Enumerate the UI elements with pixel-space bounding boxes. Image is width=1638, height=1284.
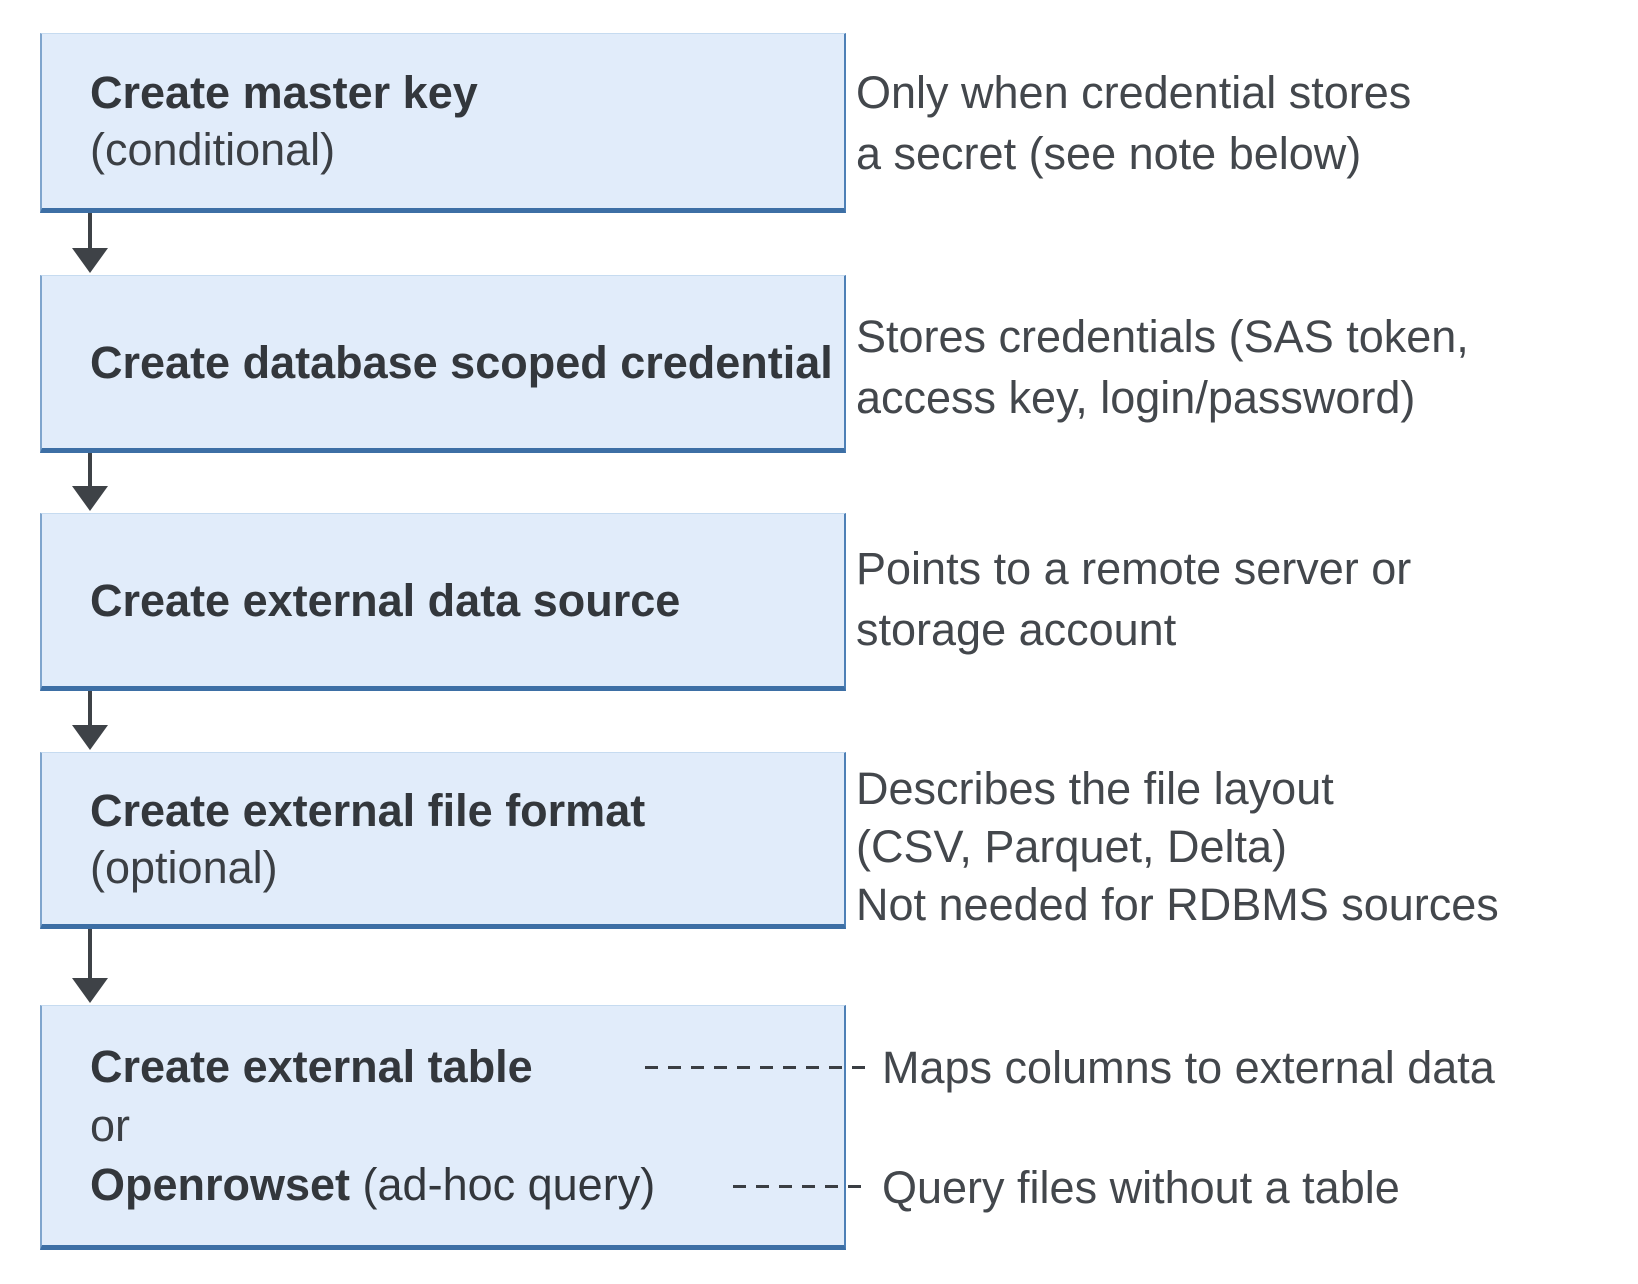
description-master-key: Only when credential stores a secret (se… <box>856 62 1411 184</box>
step-box-create-external-file-format: Create external file format (optional) <box>40 752 846 929</box>
description-openrowset: Query files without a table <box>882 1162 1400 1213</box>
dashed-connector-external-table <box>645 1066 869 1069</box>
arrow-stem <box>88 691 92 725</box>
step-box-create-database-scoped-credential: Create database scoped credential <box>40 275 846 453</box>
or-label: or <box>90 1100 131 1151</box>
description-external-table: Maps columns to external data <box>882 1042 1495 1093</box>
description-line: storage account <box>856 604 1177 655</box>
down-arrow <box>72 213 108 273</box>
alt-option-line: Openrowset (ad-hoc query) <box>90 1155 844 1214</box>
down-arrow <box>72 929 108 1003</box>
arrow-head <box>72 725 108 750</box>
arrow-stem <box>88 929 92 978</box>
description-line: Not needed for RDBMS sources <box>856 879 1499 930</box>
step-title: Create master key <box>90 67 478 118</box>
step-box-create-master-key: Create master key (conditional) <box>40 33 846 213</box>
description-line: access key, login/password) <box>856 372 1416 423</box>
alt-option-suffix: (ad-hoc query) <box>350 1159 656 1210</box>
step-box-create-external-data-source: Create external data source <box>40 513 846 691</box>
description-line: Only when credential stores <box>856 67 1412 118</box>
step-title: Create database scoped credential <box>90 336 833 388</box>
step-subtitle: (conditional) <box>90 124 336 175</box>
dashed-connector-openrowset <box>733 1185 869 1188</box>
description-line: a secret (see note below) <box>856 128 1362 179</box>
step-box-create-external-table-or-openrowset: Create external table or Openrowset (ad-… <box>40 1005 846 1250</box>
down-arrow <box>72 453 108 511</box>
description-line: Stores credentials (SAS token, <box>856 311 1469 362</box>
step-title: Create external table <box>90 1041 533 1092</box>
arrow-head <box>72 486 108 511</box>
arrow-stem <box>88 453 92 486</box>
description-external-data-source: Points to a remote server or storage acc… <box>856 538 1411 660</box>
description-scoped-credential: Stores credentials (SAS token, access ke… <box>856 306 1469 428</box>
description-file-format: Describes the file layout (CSV, Parquet,… <box>856 760 1499 934</box>
step-title: Create external file format <box>90 784 646 836</box>
arrow-head <box>72 248 108 273</box>
description-line: Describes the file layout <box>856 763 1334 814</box>
description-line: (CSV, Parquet, Delta) <box>856 821 1288 872</box>
step-title: Create external data source <box>90 574 681 626</box>
description-line: Points to a remote server or <box>856 543 1412 594</box>
down-arrow <box>72 691 108 750</box>
arrow-head <box>72 978 108 1003</box>
step-subtitle: (optional) <box>90 841 278 893</box>
alt-option-title: Openrowset <box>90 1159 351 1210</box>
arrow-stem <box>88 213 92 248</box>
